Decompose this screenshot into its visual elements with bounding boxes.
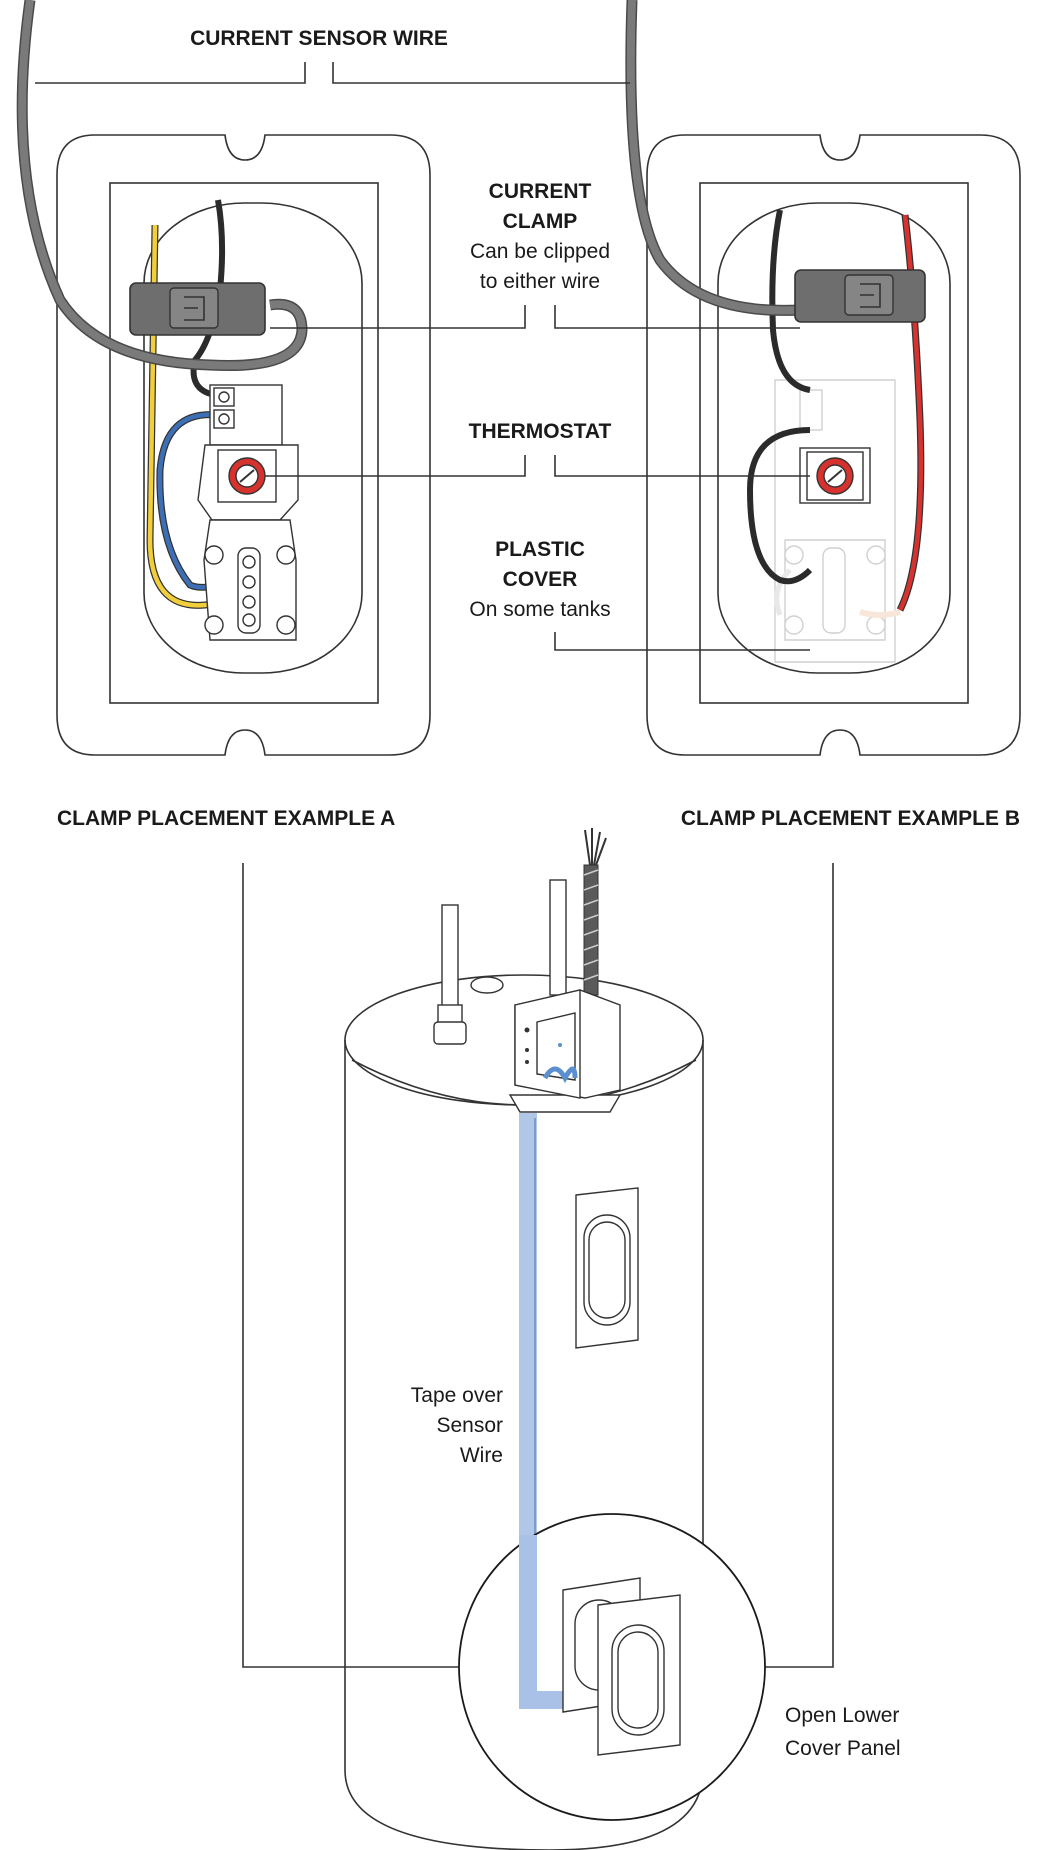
current-clamp-a xyxy=(129,282,266,336)
current-clamp-b xyxy=(794,269,926,323)
label-current-clamp-1: CURRENT xyxy=(489,180,592,203)
upper-access-panel xyxy=(575,1187,639,1349)
label-plastic-cover-1: PLASTIC xyxy=(495,538,585,561)
wire-black-b xyxy=(769,209,811,393)
panel-b-outer-frame xyxy=(646,134,1021,756)
callout-lines xyxy=(35,62,834,1668)
label-current-clamp-note-1: Can be clipped xyxy=(470,240,610,263)
label-tape-2: Sensor xyxy=(436,1414,503,1437)
panel-a xyxy=(16,0,431,756)
label-plastic-cover-note: On some tanks xyxy=(469,598,610,621)
plastic-cover-b xyxy=(774,379,901,663)
panel-b-opening xyxy=(717,202,951,674)
tank-port xyxy=(470,976,504,994)
label-current-sensor-wire: CURRENT SENSOR WIRE xyxy=(190,27,448,50)
panel-a-opening xyxy=(143,202,363,674)
thermostat-b xyxy=(799,447,871,504)
panel-a-inner-frame xyxy=(109,182,379,704)
conduit xyxy=(583,828,607,996)
label-tape-1: Tape over xyxy=(411,1384,503,1407)
magnifier xyxy=(458,1513,766,1821)
label-lower-panel-1: Open Lower xyxy=(785,1704,899,1727)
panel-a-outer-frame xyxy=(56,134,431,756)
labels: CURRENT SENSOR WIRE CURRENT CLAMP Can be… xyxy=(57,27,1020,1760)
panel-b-inner-frame xyxy=(699,182,969,704)
panel-b xyxy=(625,0,1021,756)
thermostat-a xyxy=(197,384,299,641)
label-current-clamp-2: CLAMP xyxy=(503,210,578,233)
outlet-pipe xyxy=(549,879,567,996)
label-lower-panel-2: Cover Panel xyxy=(785,1737,901,1760)
label-tape-3: Wire xyxy=(460,1444,503,1467)
label-thermostat: THERMOSTAT xyxy=(469,420,612,443)
label-current-clamp-note-2: to either wire xyxy=(480,270,600,293)
inlet-pipe xyxy=(433,904,467,1045)
controller-device xyxy=(508,989,622,1113)
label-example-b: CLAMP PLACEMENT EXAMPLE B xyxy=(681,807,1020,830)
label-plastic-cover-2: COVER xyxy=(503,568,578,591)
label-example-a: CLAMP PLACEMENT EXAMPLE A xyxy=(57,807,395,830)
